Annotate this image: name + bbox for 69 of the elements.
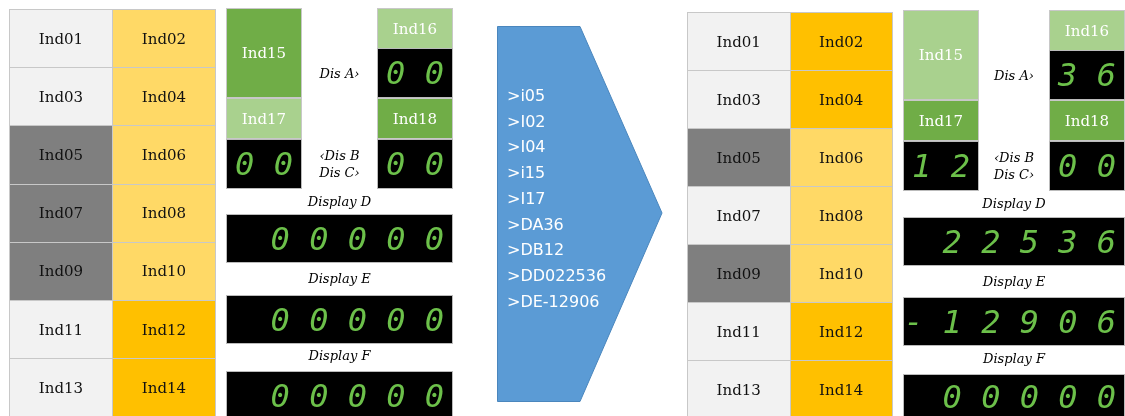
indicator-tile: Ind17 <box>226 98 302 139</box>
indicator-tile: Ind15 <box>226 8 302 98</box>
indicator-tile: Ind10 <box>112 241 216 301</box>
indicator-tile: Ind05 <box>687 128 791 187</box>
indicator-tile: Ind13 <box>9 358 113 416</box>
indicator-tile: Ind13 <box>687 360 791 416</box>
display-label: Display D <box>981 196 1047 211</box>
command-text: >DE-12906 <box>507 291 600 311</box>
indicator-tile: Ind08 <box>112 183 216 243</box>
seven-segment-display: 3 6 <box>1049 50 1125 100</box>
command-text: >I17 <box>507 188 546 208</box>
indicator-tile: Ind09 <box>9 241 113 301</box>
command-text: >I02 <box>507 111 546 131</box>
display-label: Display F <box>982 351 1047 366</box>
indicator-tile: Ind07 <box>687 186 791 245</box>
indicator-tile: Ind14 <box>789 360 893 416</box>
indicator-tile: Ind15 <box>903 10 979 100</box>
indicator-tile: Ind02 <box>789 12 893 71</box>
display-label: Dis C› <box>992 167 1036 182</box>
indicator-tile: Ind17 <box>903 100 979 141</box>
seven-segment-display: 0 0 0 0 0 <box>226 371 453 416</box>
display-label: Display D <box>306 194 373 209</box>
command-text: >i05 <box>507 86 546 105</box>
seven-segment-display: 0 0 <box>377 139 453 189</box>
indicator-tile: Ind11 <box>687 302 791 361</box>
indicator-tile: Ind05 <box>9 125 113 185</box>
indicator-tile: Ind11 <box>9 300 113 360</box>
display-label: Display E <box>981 274 1047 289</box>
seven-segment-display: 0 0 <box>377 48 453 98</box>
indicator-tile: Ind08 <box>789 186 893 245</box>
indicator-tile: Ind12 <box>789 302 893 361</box>
display-label: Display E <box>307 271 372 286</box>
indicator-tile: Ind01 <box>687 12 791 71</box>
seven-segment-display: 0 0 0 0 0 <box>903 374 1125 416</box>
seven-segment-display: 2 2 5 3 6 <box>903 217 1125 266</box>
seven-segment-display: 0 0 0 0 0 <box>226 214 453 263</box>
indicator-tile: Ind09 <box>687 244 791 303</box>
seven-segment-display: 0 0 <box>226 139 302 189</box>
seven-segment-display: 0 0 <box>1049 141 1125 191</box>
indicator-tile: Ind04 <box>789 70 893 129</box>
display-label: Dis A› <box>318 66 361 81</box>
indicator-tile: Ind06 <box>789 128 893 187</box>
command-text: >DB12 <box>507 240 565 260</box>
seven-segment-display: 1 2 <box>903 141 979 191</box>
indicator-tile: Ind10 <box>789 244 893 303</box>
indicator-tile: Ind06 <box>112 125 216 185</box>
command-text: >DA36 <box>507 214 564 234</box>
indicator-tile: Ind18 <box>1049 100 1125 141</box>
indicator-tile: Ind03 <box>9 67 113 127</box>
indicator-tile: Ind12 <box>112 300 216 360</box>
indicator-tile: Ind16 <box>1049 10 1125 51</box>
indicator-tile: Ind07 <box>9 183 113 243</box>
command-text: >i15 <box>507 163 546 183</box>
display-label: ‹Dis B <box>318 148 361 163</box>
display-label: ‹Dis B <box>992 150 1036 165</box>
indicator-tile: Ind03 <box>687 70 791 129</box>
command-text: >I04 <box>507 137 546 157</box>
indicator-tile: Ind16 <box>377 8 453 49</box>
seven-segment-display: - 1 2 9 0 6 <box>903 297 1125 346</box>
indicator-tile: Ind01 <box>9 9 113 69</box>
command-text: >DD022536 <box>507 265 607 285</box>
display-label: Dis C› <box>318 165 361 180</box>
indicator-tile: Ind18 <box>377 98 453 139</box>
indicator-tile: Ind02 <box>112 9 216 69</box>
indicator-tile: Ind14 <box>112 358 216 416</box>
indicator-tile: Ind04 <box>112 67 216 127</box>
display-label: Dis A› <box>993 68 1035 83</box>
seven-segment-display: 0 0 0 0 0 <box>226 295 453 344</box>
display-label: Display F <box>307 348 372 363</box>
